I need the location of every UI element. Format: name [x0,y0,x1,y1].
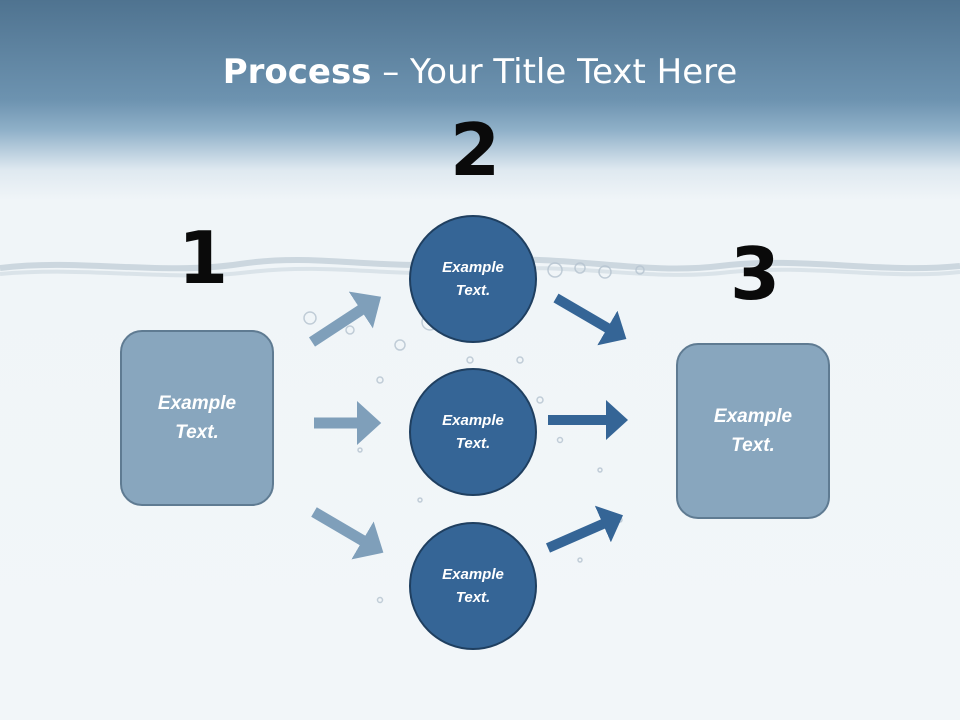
title-rest: – Your Title Text Here [371,52,738,92]
circle-top: Example Text. [409,215,537,343]
step-number-1: 1 [178,216,229,300]
right-box-label: Example Text. [713,406,793,456]
circle-bottom-label: Example Text. [442,566,504,606]
step-number-3: 3 [730,232,781,316]
slide-title: Process – Your Title Text Here [0,52,960,92]
arrow-top-to-right [553,293,627,346]
arrow-left-to-bottom [311,507,384,560]
circle-top-label: Example Text. [442,259,504,299]
step-number-2: 2 [450,108,501,192]
left-process-box: Example Text. [120,330,274,506]
circle-middle-label: Example Text. [442,412,504,452]
arrow-left-to-top [308,291,382,347]
title-bold: Process [222,52,372,92]
circle-bottom: Example Text. [409,522,537,650]
left-box-label: Example Text. [157,393,237,443]
arrow-bottom-to-right [545,505,623,553]
circle-middle: Example Text. [409,368,537,496]
right-process-box: Example Text. [676,343,830,519]
